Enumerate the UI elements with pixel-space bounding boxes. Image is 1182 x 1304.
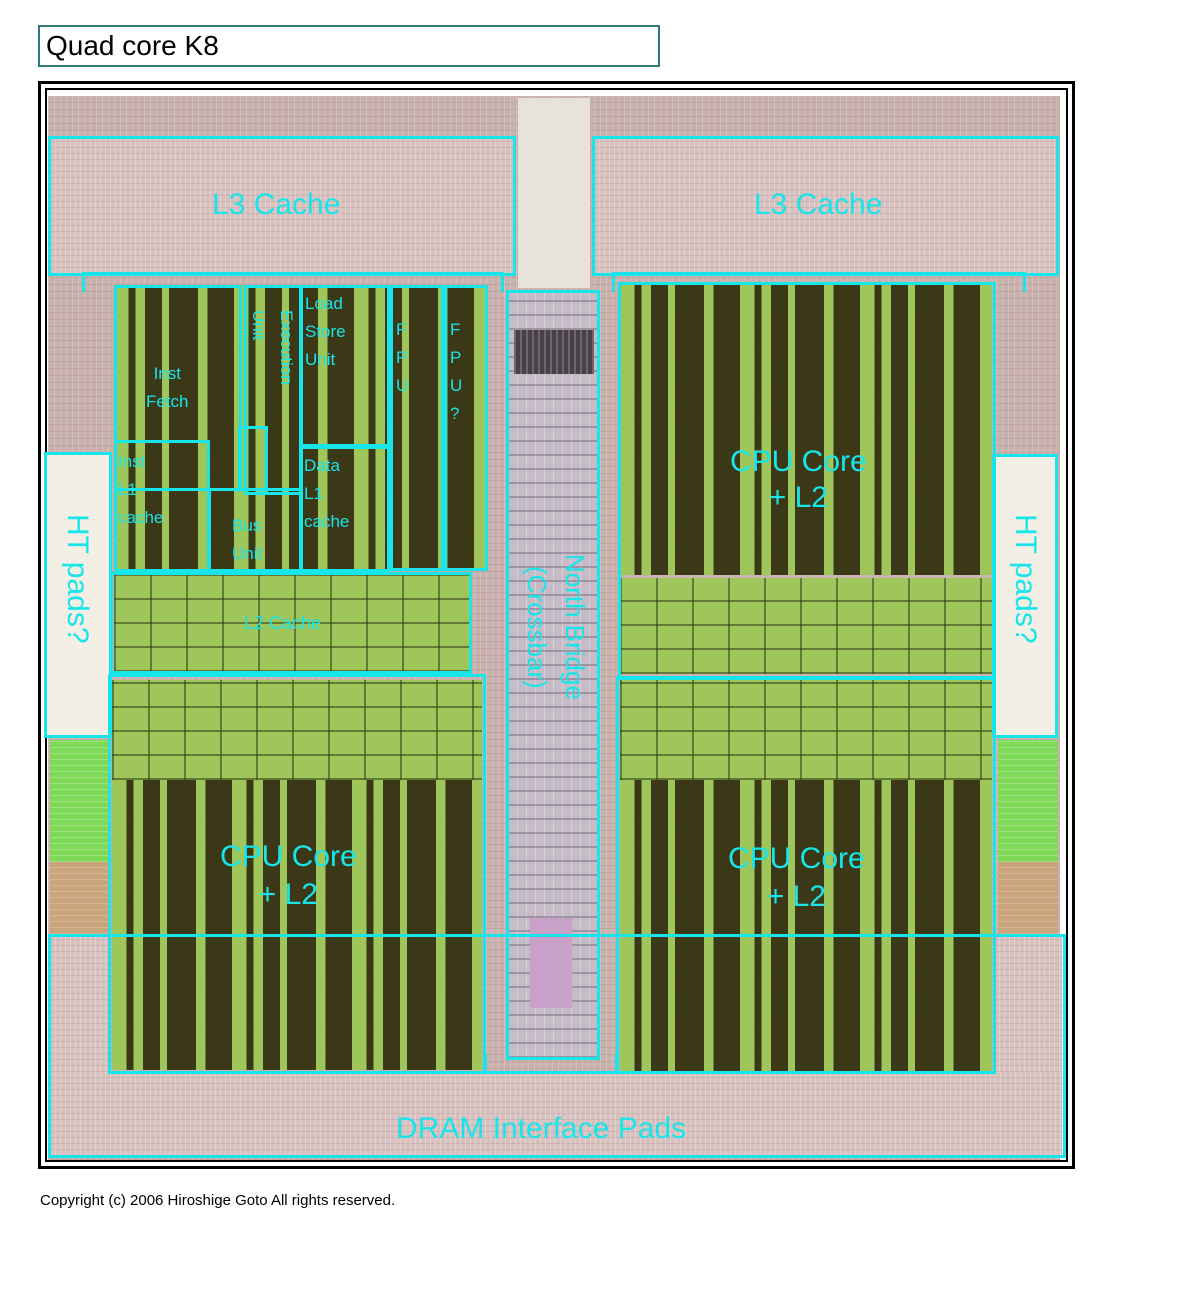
fpu-q-label: F P U ? bbox=[450, 320, 463, 423]
ht-pads-right-region bbox=[994, 456, 1056, 736]
l2-cache-outline bbox=[110, 572, 472, 674]
left-edge-green-strip bbox=[50, 740, 108, 862]
cpu-core-bottom-left-label: CPU Core + L2 bbox=[220, 840, 357, 911]
center-top-channel bbox=[518, 98, 590, 288]
core-bottom-right-outline bbox=[616, 676, 996, 1074]
copyright-notice: Copyright (c) 2006 Hiroshige Goto All ri… bbox=[40, 1192, 396, 1209]
core-top-right-logic bbox=[620, 285, 992, 575]
dram-pads-outline bbox=[48, 934, 1066, 1158]
right-edge-tan-strip bbox=[998, 862, 1058, 934]
inst-fetch-outline bbox=[114, 285, 242, 491]
l3-cache-left-region bbox=[50, 138, 514, 274]
data-l1-cache-outline bbox=[300, 446, 390, 572]
bus-unit-notch-outline bbox=[238, 426, 268, 492]
inst-l1-cache-label: Inst L1 cache bbox=[118, 452, 164, 527]
ht-pads-right-label: HT pads? bbox=[1009, 514, 1042, 644]
left-edge-tan-strip bbox=[50, 862, 108, 934]
core-bottom-right-logic bbox=[620, 780, 992, 1072]
load-store-unit-outline bbox=[300, 285, 390, 447]
dram-pads-right-block bbox=[994, 936, 1062, 1072]
dram-pads-label: DRAM Interface Pads bbox=[396, 1112, 687, 1145]
north-bridge-purple-block bbox=[530, 918, 572, 1008]
core-bottom-left-logic bbox=[112, 780, 482, 1070]
core-top-left-l2 bbox=[114, 574, 470, 672]
execution-unit-label: Execution Unit bbox=[249, 310, 296, 385]
bus-unit-label: Bus Unit bbox=[232, 516, 263, 563]
dram-pads-region bbox=[50, 1072, 1062, 1156]
cpu-core-bottom-right-label: CPU Core + L2 bbox=[728, 842, 865, 913]
ht-pads-left-region bbox=[46, 454, 110, 736]
north-bridge-label: North Bridge (Crossbar) bbox=[522, 554, 590, 700]
l3-cache-right-region bbox=[594, 138, 1058, 274]
cpu-core-top-right-label: CPU Core + L2 bbox=[730, 445, 867, 514]
right-edge-green-strip bbox=[998, 740, 1058, 862]
north-bridge-outline bbox=[506, 290, 600, 1060]
diagram-title: Quad core K8 bbox=[38, 25, 660, 67]
l2-cache-label: L2 Cache bbox=[244, 613, 322, 633]
ht-pads-left-label: HT pads? bbox=[61, 514, 94, 644]
fpu-q-outline bbox=[444, 285, 488, 571]
fpu-outline bbox=[390, 285, 444, 571]
center-bottom-outline bbox=[484, 1054, 618, 1074]
inst-fetch-label: Inst Fetch bbox=[146, 364, 189, 411]
north-bridge-dark-strip bbox=[514, 330, 594, 374]
core-bottom-left-outline bbox=[108, 674, 486, 1074]
load-store-unit-label: Load Store Unit bbox=[305, 294, 346, 369]
core-top-right-outline bbox=[612, 272, 1026, 292]
core-top-right-l2 bbox=[620, 578, 992, 674]
l3-cache-right-label: L3 Cache bbox=[754, 188, 883, 221]
dram-pads-left-block bbox=[50, 936, 110, 1072]
core-top-left-outline bbox=[82, 272, 504, 292]
core-bottom-left-l2 bbox=[112, 680, 482, 780]
core-bottom-right-l2 bbox=[620, 680, 992, 780]
l3-cache-left-label: L3 Cache bbox=[212, 188, 341, 221]
data-l1-cache-label: Data L1 cache bbox=[304, 456, 350, 531]
fpu-label: F P U bbox=[396, 320, 409, 395]
